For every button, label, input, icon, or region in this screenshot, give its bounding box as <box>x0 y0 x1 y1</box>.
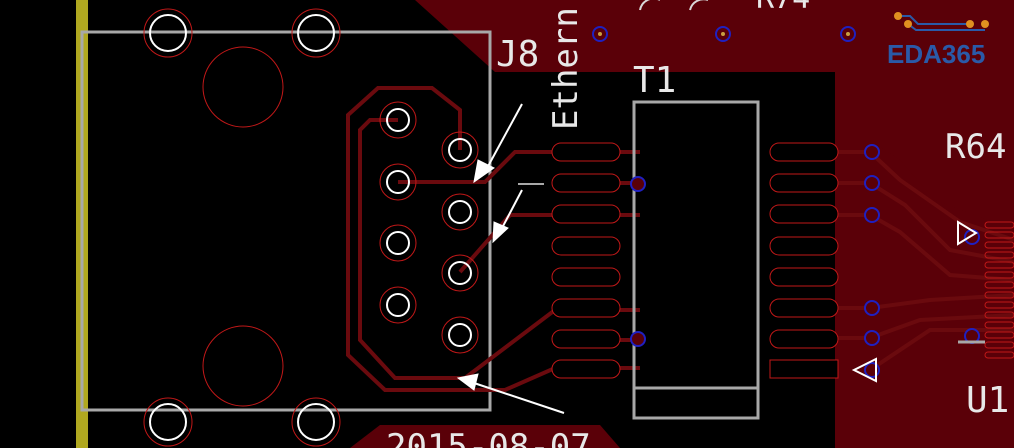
logo-text: EDA365 <box>887 39 985 69</box>
j8-pads <box>379 101 479 354</box>
u1-designator: U1 <box>966 380 1009 421</box>
t1-outline <box>632 100 760 420</box>
r64-designator: R64 <box>945 127 1006 167</box>
j8-designator: J8 <box>496 34 539 75</box>
vias <box>592 26 980 378</box>
c-designator-partial <box>639 0 708 11</box>
mounting-holes <box>143 8 341 447</box>
r74-designator: R74 <box>756 0 810 16</box>
t1-designator: T1 <box>633 60 676 101</box>
copper-pour-bottom-left <box>350 425 620 448</box>
t1-left-pads <box>551 142 621 379</box>
t1-keepout <box>495 72 835 448</box>
triangle-marker-icon <box>957 220 978 246</box>
u1-pads <box>984 221 1014 359</box>
ethernet-label: Ethern <box>546 7 586 130</box>
triangle-marker-icon <box>851 357 877 383</box>
eda365-logo: EDA365 <box>887 12 989 69</box>
j8-outline <box>80 30 492 412</box>
date-stamp: 2015-08-07 <box>386 427 591 448</box>
t1-right-pads <box>769 142 839 379</box>
annotation-arrows <box>456 103 565 414</box>
